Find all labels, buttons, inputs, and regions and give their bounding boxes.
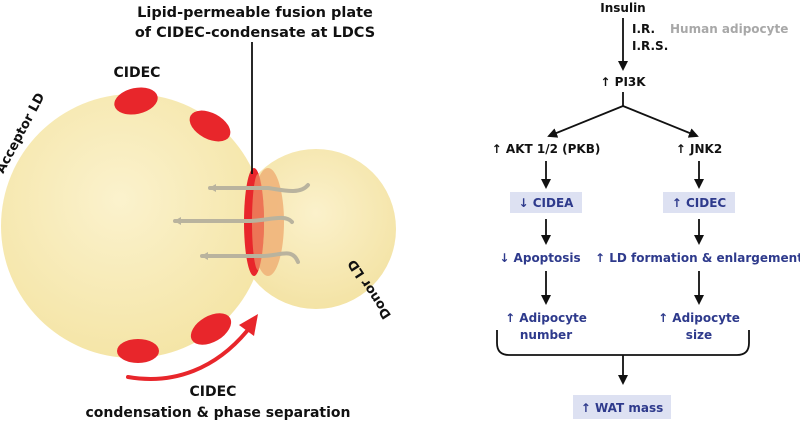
lipid-droplet-panel: Lipid-permeable fusion plate of CIDEC-co… [0,5,396,421]
pi3k-label: ↑ PI3K [600,75,646,89]
condensation-title-line1: CIDEC [190,384,237,400]
jnk2-label: ↑ JNK2 [676,142,722,156]
apoptosis-label: ↓ Apoptosis [499,251,580,265]
ld-formation-label: ↑ LD formation & enlargement [595,251,800,265]
cidec-label: CIDEC [114,65,161,81]
fusion-plate-title-line1: Lipid-permeable fusion plate [137,5,373,21]
acceptor-ld [1,94,265,358]
lipid-transfer-arrows [173,183,310,264]
fusion-plate-title-line2: of CIDEC-condensate at LDCS [135,25,375,41]
wat-mass-label: ↑ WAT mass [581,401,664,415]
condensation-title-line2: condensation & phase separation [85,405,350,421]
adipocyte-size-line2: size [686,328,712,342]
human-adipocyte-label: Human adipocyte [670,22,788,36]
signaling-pathway: Insulin I.R. I.R.S. Human adipocyte ↑ PI… [492,1,800,419]
ir-label: I.R. [632,22,655,36]
cidec-blob [189,110,231,142]
adipocyte-number-line1: ↑ Adipocyte [505,311,587,325]
insulin-label: Insulin [600,1,645,15]
adipocyte-number-line2: number [520,328,572,342]
adipocyte-size-line1: ↑ Adipocyte [658,311,740,325]
irs-label: I.R.S. [632,39,668,53]
cidec-blob [117,339,159,363]
akt-label: ↑ AKT 1/2 (PKB) [492,142,601,156]
cidea-box [510,192,582,213]
cidec-box [663,192,735,213]
cidec-blob [190,313,232,345]
wat-mass-box [573,395,671,419]
condensation-arrow [126,329,249,381]
cidea-label: ↓ CIDEA [519,196,575,210]
cidec-blob [114,87,158,115]
cidec-pathway-label: ↑ CIDEC [672,196,727,210]
